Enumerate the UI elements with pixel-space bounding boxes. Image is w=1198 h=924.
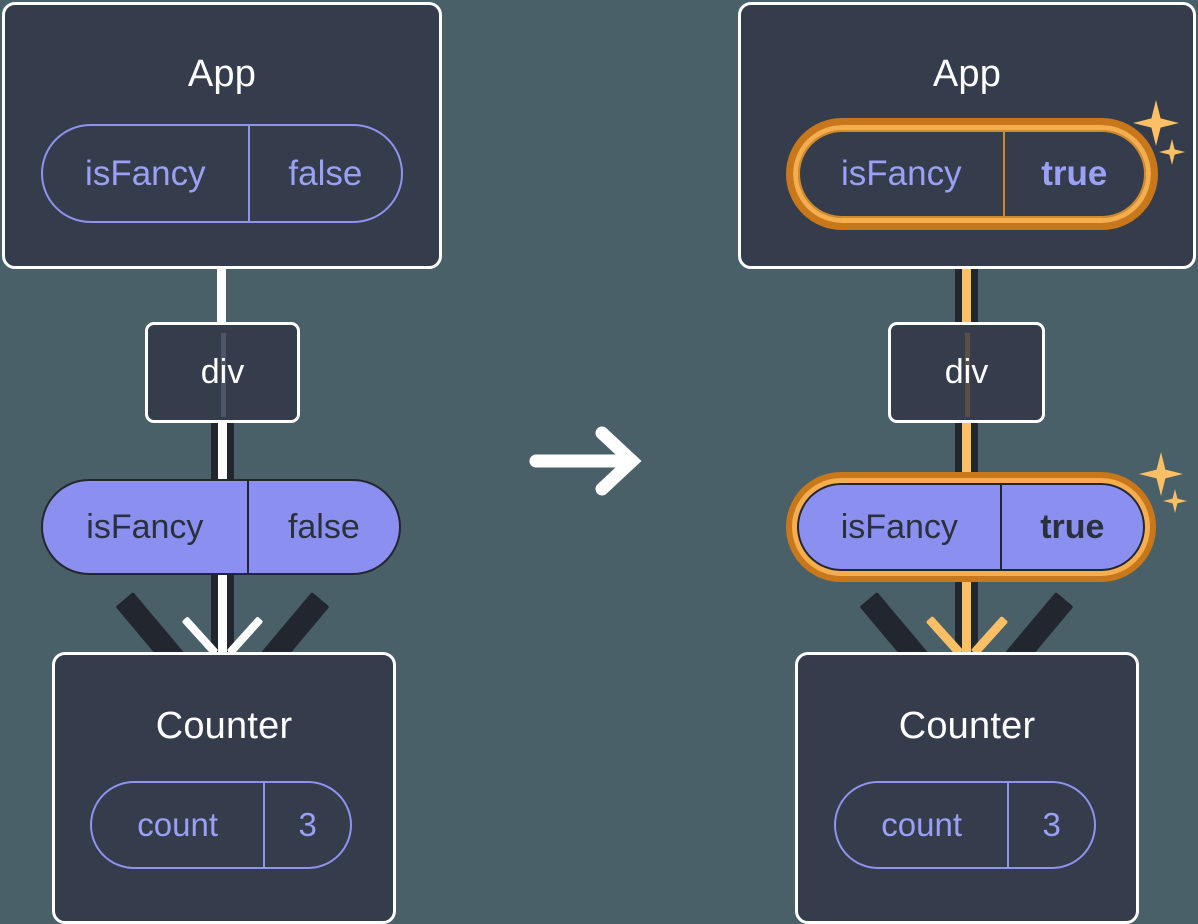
prop-pill-value: true [999, 485, 1143, 569]
edge-passthrough-div [965, 333, 970, 417]
dom-node-label: div [200, 353, 245, 391]
transition-arrow-right-icon [528, 425, 648, 497]
dom-node-div[interactable]: div [145, 322, 300, 423]
state-pill-value: false [247, 126, 401, 221]
state-pill-counter-count[interactable]: count 3 [90, 781, 352, 869]
prop-pill-value: false [246, 481, 399, 573]
state-pill-key: count [881, 806, 963, 843]
dom-node-div[interactable]: div [888, 322, 1045, 423]
sparkle-large-icon [1139, 452, 1183, 496]
state-pill-key: count [137, 806, 219, 843]
component-title-counter: Counter [898, 705, 1036, 747]
edge-prop-to-counter-inner [218, 573, 227, 663]
prop-pill-isfancy[interactable]: isFancy true [797, 483, 1145, 571]
state-pill-value: 3 [1007, 783, 1094, 867]
state-pill-key: isFancy [841, 154, 962, 193]
edge-app-to-div-inner [962, 236, 971, 326]
state-pill-key: isFancy [85, 153, 206, 193]
prop-pill-key: isFancy [86, 507, 204, 546]
prop-pill-isfancy[interactable]: isFancy false [41, 479, 401, 575]
sparkle-small-icon [1163, 489, 1187, 513]
arrow-right-icon [529, 426, 642, 496]
state-pill-app-isfancy[interactable]: isFancy false [41, 124, 403, 223]
edge-passthrough-div [221, 333, 226, 417]
state-pill-counter-count[interactable]: count 3 [834, 781, 1096, 869]
state-pill-app-isfancy[interactable]: isFancy true [798, 130, 1146, 218]
edge-div-to-prop-inner [218, 420, 227, 482]
state-pill-value: true [1002, 132, 1144, 216]
component-title-counter: Counter [155, 705, 293, 747]
edge-div-to-prop-inner [962, 420, 971, 482]
edge-app-to-div [217, 266, 226, 326]
dom-node-label: div [944, 353, 989, 391]
state-pill-value: 3 [263, 783, 350, 867]
component-title-app: App [187, 53, 257, 95]
edge-prop-to-counter-inner [962, 573, 971, 663]
component-title-app: App [932, 53, 1002, 95]
prop-pill-key: isFancy [840, 507, 958, 546]
